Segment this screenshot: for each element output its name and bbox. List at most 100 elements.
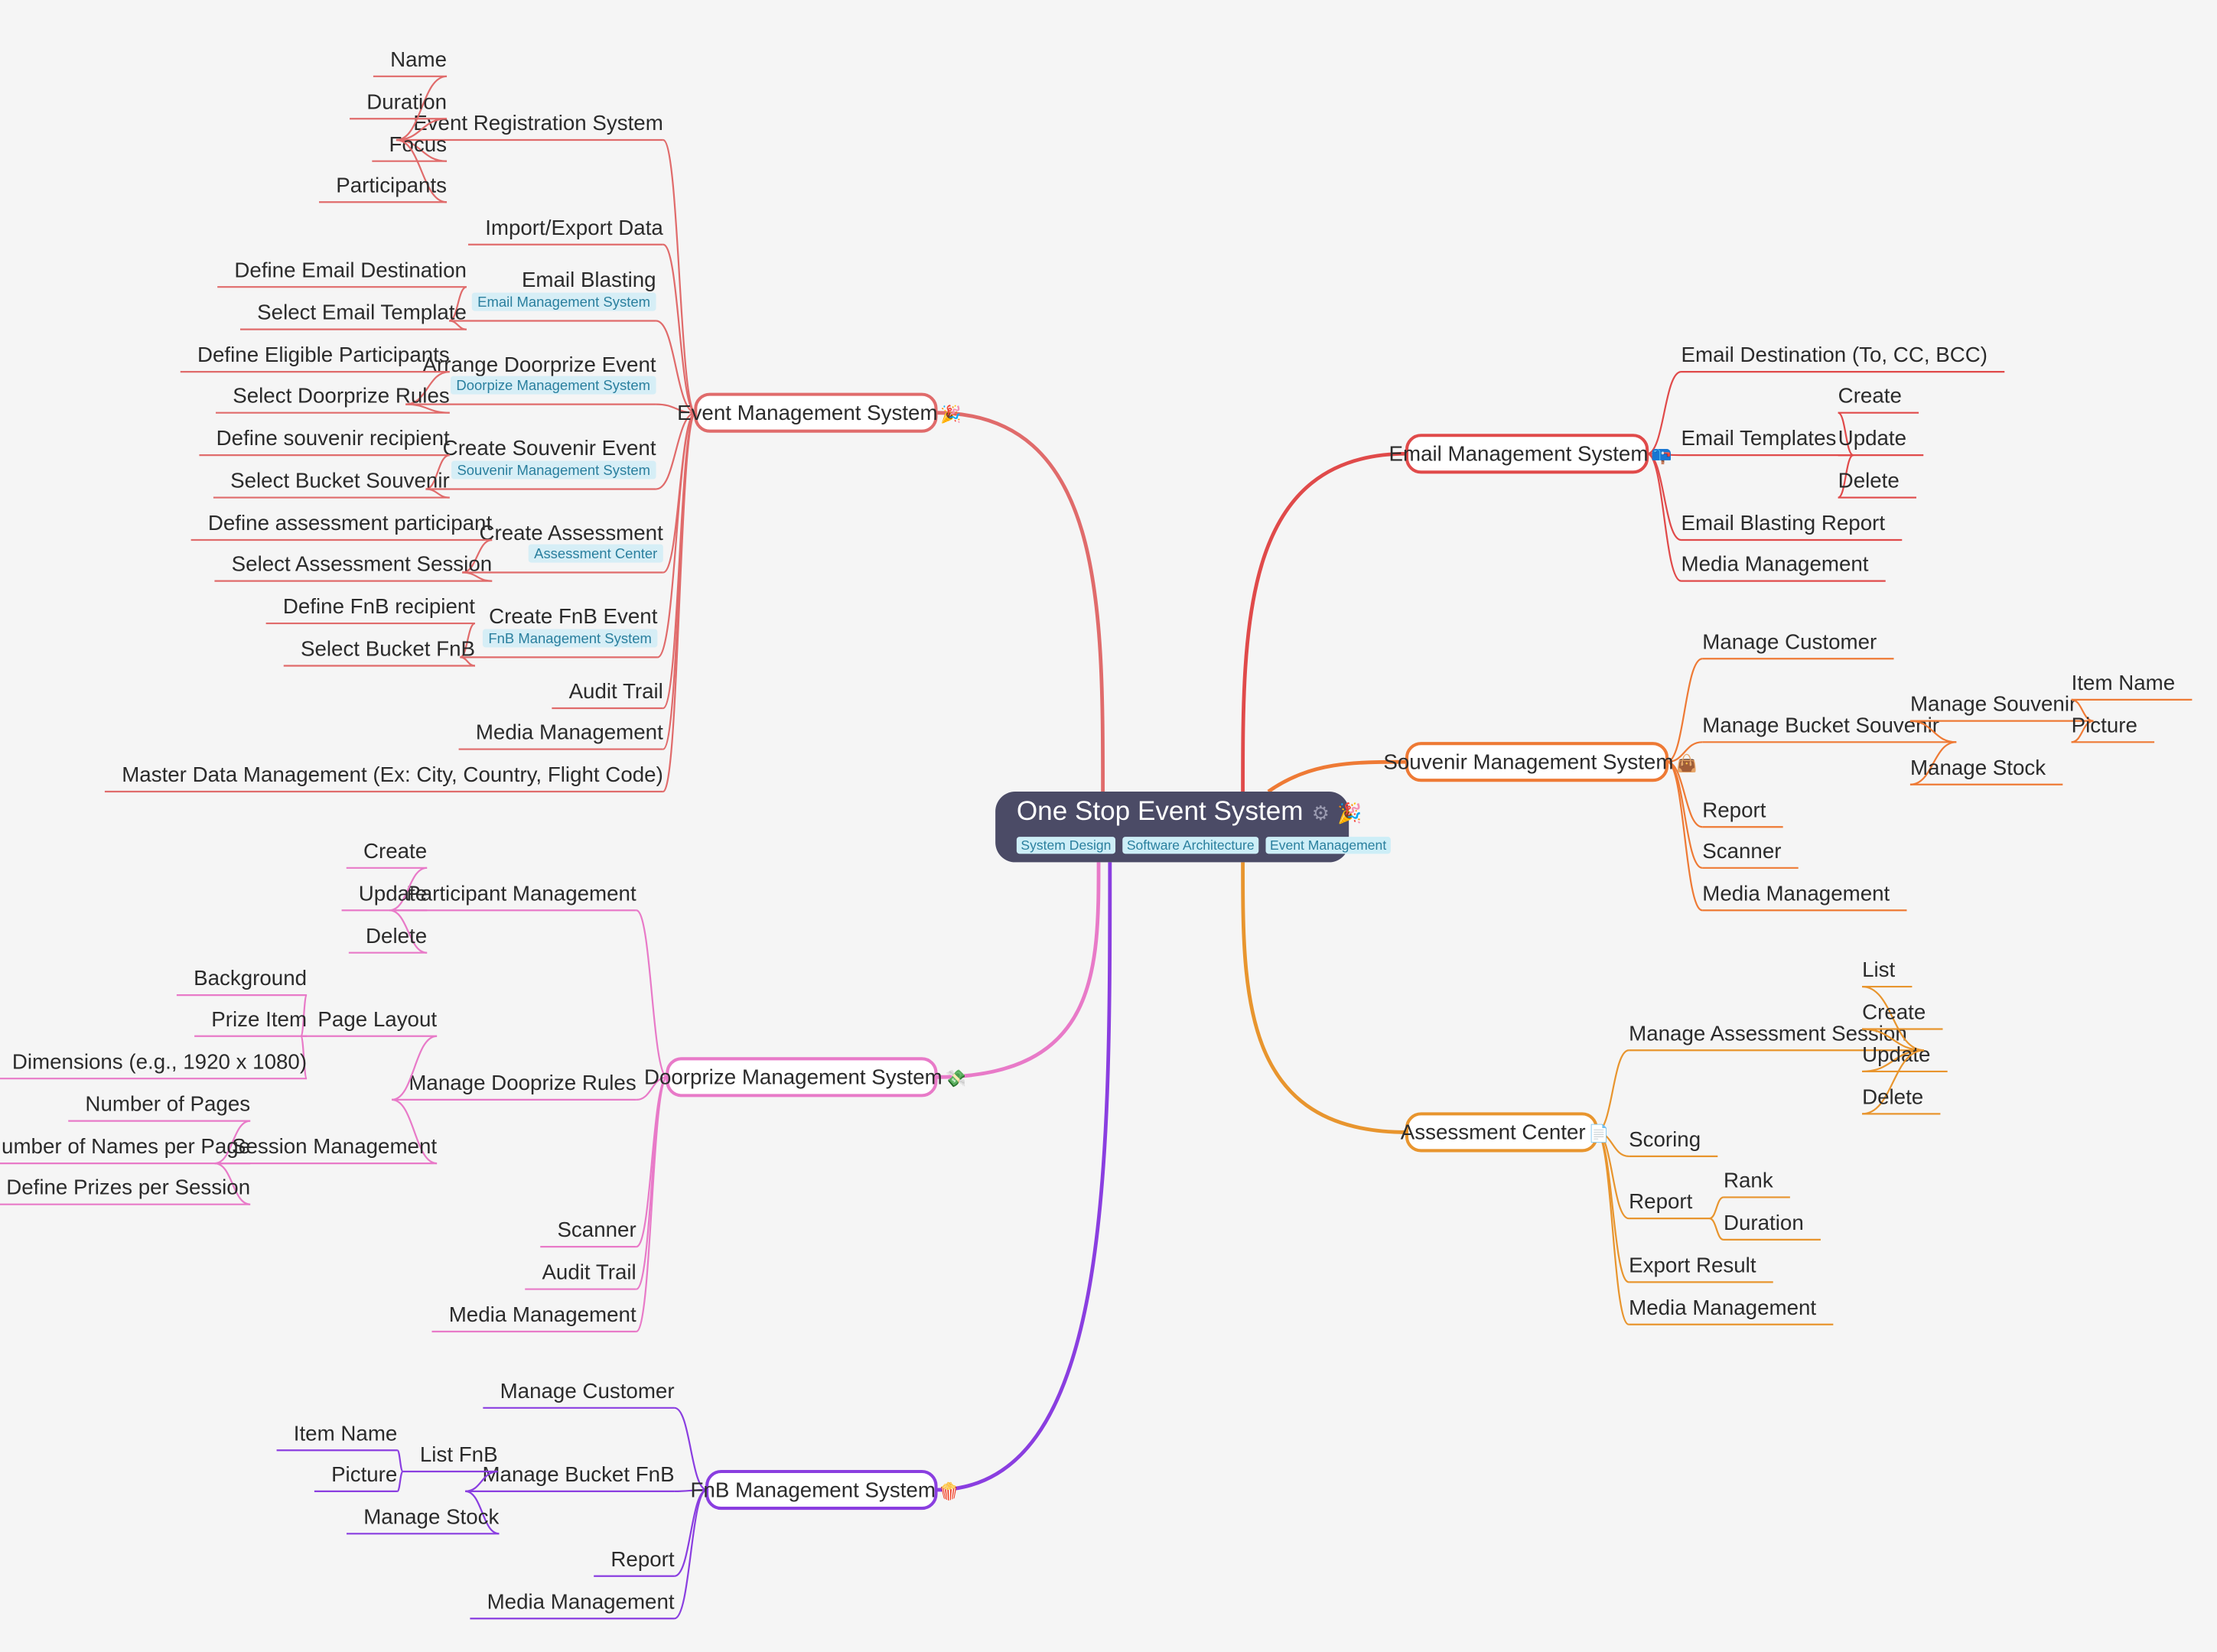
node-child[interactable]: Define FnB recipient (265, 594, 476, 659)
root-tag-label: Software Architecture (1127, 837, 1255, 853)
node-assessment-3[interactable]: Export Result (1596, 1131, 1773, 1283)
node-child[interactable]: Duration (1709, 1211, 1821, 1241)
node-doorprize-4[interactable]: Media Management (431, 1076, 669, 1333)
node-child[interactable]: Manage Stock (1909, 741, 2063, 785)
branch-node-event[interactable] (694, 392, 938, 433)
branch-node-assessment[interactable] (1405, 1112, 1598, 1153)
node-child[interactable]: Update (341, 881, 428, 912)
node-child[interactable]: Select Doorprize Rules (216, 384, 450, 414)
branch-email: Email Destination (To, CC, BCC)Email Tem… (1241, 343, 2005, 792)
node-child[interactable]: Focus (372, 132, 448, 162)
node-doorprize-3[interactable]: Audit Trail (525, 1076, 669, 1290)
node-child[interactable]: Item Name (276, 1421, 404, 1473)
node-child[interactable]: Duration (350, 89, 448, 141)
node-child[interactable]: Define Prizes per Session (0, 1162, 251, 1205)
node-child[interactable]: Picture (314, 1462, 404, 1492)
node-child[interactable]: Select Bucket FnB (283, 637, 476, 667)
node-fnb-0[interactable]: Manage Customer (483, 1379, 708, 1491)
node-child[interactable]: Prize Item (194, 1007, 307, 1037)
node-assessment-0[interactable]: Manage Assessment SessionListCreateUpdat… (1596, 958, 1948, 1133)
node-child[interactable]: Define Eligible Participants (180, 343, 450, 405)
node-souvenir-4[interactable]: Media Management (1666, 761, 1907, 912)
branch-connector (936, 411, 1105, 792)
node-assessment-1[interactable]: Scoring (1596, 1127, 1718, 1157)
node-child[interactable]: List (1862, 958, 1925, 1052)
node-label: Duration (366, 89, 447, 113)
node-child[interactable]: Select Assessment Session (214, 552, 493, 582)
node-child[interactable]: Delete (1862, 1049, 1941, 1115)
node-email-2[interactable]: Email Blasting Report (1646, 453, 1903, 541)
popcorn-icon: 🍿 (939, 1481, 960, 1501)
node-child[interactable]: Manage Stock (347, 1490, 500, 1535)
node-event-1[interactable]: Import/Export Data (467, 216, 696, 414)
node-child[interactable]: Number of Pages (68, 1092, 251, 1165)
node-label: Select Bucket Souvenir (230, 469, 450, 493)
party-popper-icon: 🎉 (940, 404, 962, 424)
node-event-9[interactable]: Master Data Management (Ex: City, Countr… (104, 411, 697, 793)
node-child[interactable]: Item Name (2071, 671, 2193, 722)
node-event-0[interactable]: Event Registration SystemNameDurationFoc… (319, 47, 697, 414)
node-child[interactable]: Picture (2071, 713, 2155, 743)
branch-node-email[interactable] (1405, 434, 1649, 474)
node-event-8[interactable]: Media Management (458, 411, 697, 750)
node-child[interactable]: Delete (348, 909, 428, 954)
branch-node-doorprize[interactable] (666, 1057, 938, 1098)
node-assessment-4[interactable]: Media Management (1596, 1131, 1834, 1325)
node-tag-label: Doorpize Management System (456, 377, 650, 393)
node-child[interactable]: Name (373, 47, 448, 141)
node-child[interactable]: Delete (1838, 454, 1916, 499)
node-email-3[interactable]: Media Management (1646, 453, 1886, 582)
node-child[interactable]: Create (346, 839, 428, 912)
node-child[interactable]: Update (1838, 426, 1924, 457)
node-child[interactable]: Participants (319, 138, 448, 203)
node-child[interactable]: Create (1862, 1000, 1943, 1052)
shopping-bag-icon: 👜 (1676, 753, 1698, 772)
root-tag-label: Event Management (1270, 837, 1386, 853)
node-child[interactable]: Select Email Template (239, 301, 467, 330)
branch-node-souvenir[interactable] (1405, 742, 1669, 782)
node-child[interactable]: Update (1862, 1042, 1948, 1073)
mailbox-icon: 📪 (1651, 446, 1672, 465)
node-email-0[interactable]: Email Destination (To, CC, BCC) (1646, 343, 2005, 455)
node-child[interactable]: Select Bucket Souvenir (213, 469, 450, 499)
node-child[interactable]: Dimensions (e.g., 1920 x 1080) (0, 1035, 308, 1080)
node-souvenir-0[interactable]: Manage Customer (1666, 629, 1894, 763)
node-fnb-3[interactable]: Media Management (470, 1488, 708, 1620)
node-label: Delete (1838, 469, 1900, 493)
node-label: Picture (2072, 713, 2137, 737)
node-tag (451, 376, 656, 395)
branch-node-fnb[interactable] (705, 1469, 938, 1511)
node-child[interactable]: Background (176, 966, 308, 1037)
branch-label-doorprize: Doorprize Management System (644, 1065, 942, 1089)
node-child[interactable]: Rank (1709, 1169, 1790, 1220)
node-label: Picture (331, 1462, 397, 1486)
node-child[interactable]: Define souvenir recipient (199, 426, 451, 490)
money-with-wings-icon: 💸 (945, 1069, 966, 1088)
node-child[interactable]: Create (1838, 384, 1919, 457)
node-souvenir-2[interactable]: Report (1666, 761, 1783, 828)
node-child[interactable]: Define Email Destination (217, 258, 467, 322)
branch-connector (1241, 451, 1407, 792)
node-label: Duration (1724, 1211, 1804, 1234)
node-child[interactable]: Number of Names per Page (0, 1134, 251, 1165)
node-child[interactable]: Define assessment participant (190, 511, 493, 574)
node-label: Media Management (487, 1589, 675, 1613)
branch-event: Event Registration SystemNameDurationFoc… (104, 47, 1105, 793)
